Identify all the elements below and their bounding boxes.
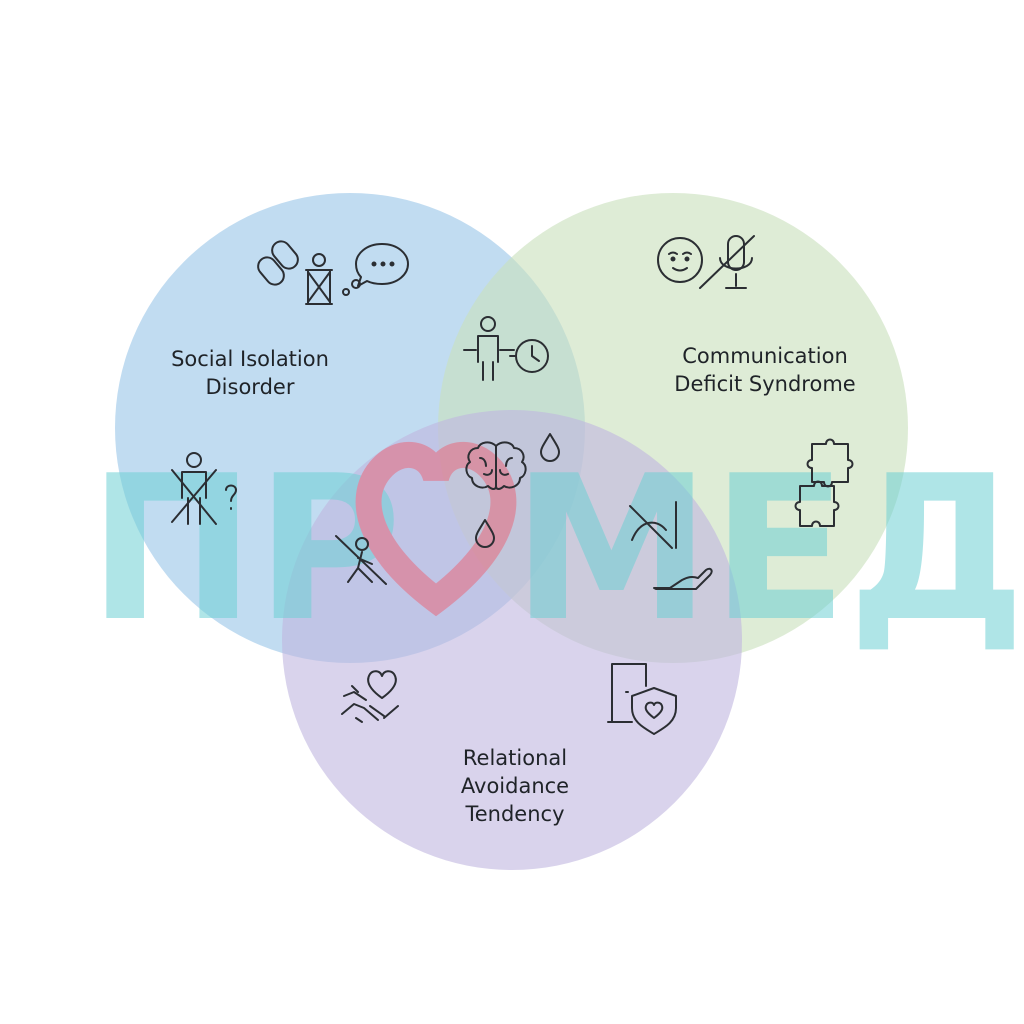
brain-icon	[465, 441, 527, 490]
label-line: Relational	[462, 746, 568, 770]
label-relational-avoidance-tendency: Relational Avoidance Tendency	[420, 744, 610, 828]
open-hand-icon	[653, 567, 713, 590]
crossed-out-person-question-icon	[171, 452, 237, 525]
label-line: Avoidance	[460, 774, 570, 798]
crossed-arc-icon	[629, 501, 677, 549]
label-communication-deficit-syndrome: Communication Deficit Syndrome	[655, 342, 875, 398]
speech-bubble-icon	[342, 243, 409, 296]
neutral-face-icon	[657, 237, 703, 283]
heart-handshake-icon	[341, 670, 399, 723]
label-social-isolation-disorder: Social Isolation Disorder	[150, 345, 350, 401]
circle-relational-avoidance	[282, 410, 742, 870]
water-drop-icon	[540, 433, 560, 462]
door-shield-heart-icon	[607, 663, 677, 735]
chain-link-icon	[257, 240, 299, 286]
label-line: Tendency	[465, 802, 565, 826]
label-line: Communication	[682, 344, 848, 368]
label-line: Deficit Syndrome	[674, 372, 856, 396]
water-drop-icon	[475, 519, 495, 548]
person-with-clock-icon	[463, 316, 549, 381]
label-line: Social Isolation	[171, 347, 329, 371]
watermark: ПР МЕД	[88, 433, 1024, 666]
crossed-person-icon	[305, 253, 333, 305]
watermark-heart-icon	[355, 441, 517, 617]
crossed-stick-figure-icon	[335, 535, 387, 585]
label-line: Disorder	[205, 375, 295, 399]
watermark-left-text: ПР	[88, 433, 402, 666]
watermark-right-text: МЕД	[512, 433, 1024, 666]
muted-microphone-icon	[699, 235, 755, 289]
puzzle-pieces-icon	[794, 438, 854, 527]
